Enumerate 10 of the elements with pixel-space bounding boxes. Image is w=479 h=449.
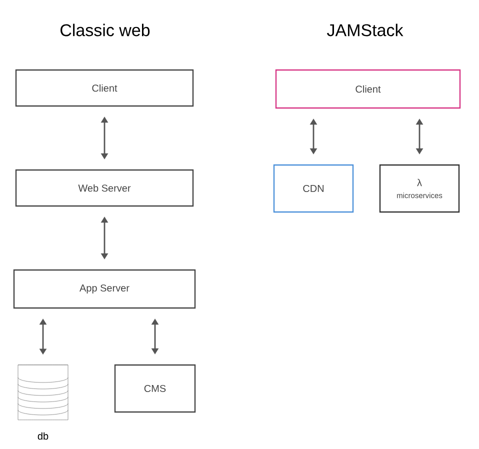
- node-caption: db: [38, 432, 48, 440]
- process-box: CMS: [114, 364, 196, 413]
- process-box: Client: [275, 69, 461, 109]
- heading: Classic web: [60, 24, 150, 36]
- process-box: App Server: [13, 269, 196, 309]
- database-cylinder: [18, 364, 68, 420]
- process-box: Client: [15, 69, 194, 107]
- process-box: CDN: [273, 164, 354, 213]
- process-box: Web Server: [15, 169, 194, 207]
- heading: JAMStack: [327, 24, 404, 36]
